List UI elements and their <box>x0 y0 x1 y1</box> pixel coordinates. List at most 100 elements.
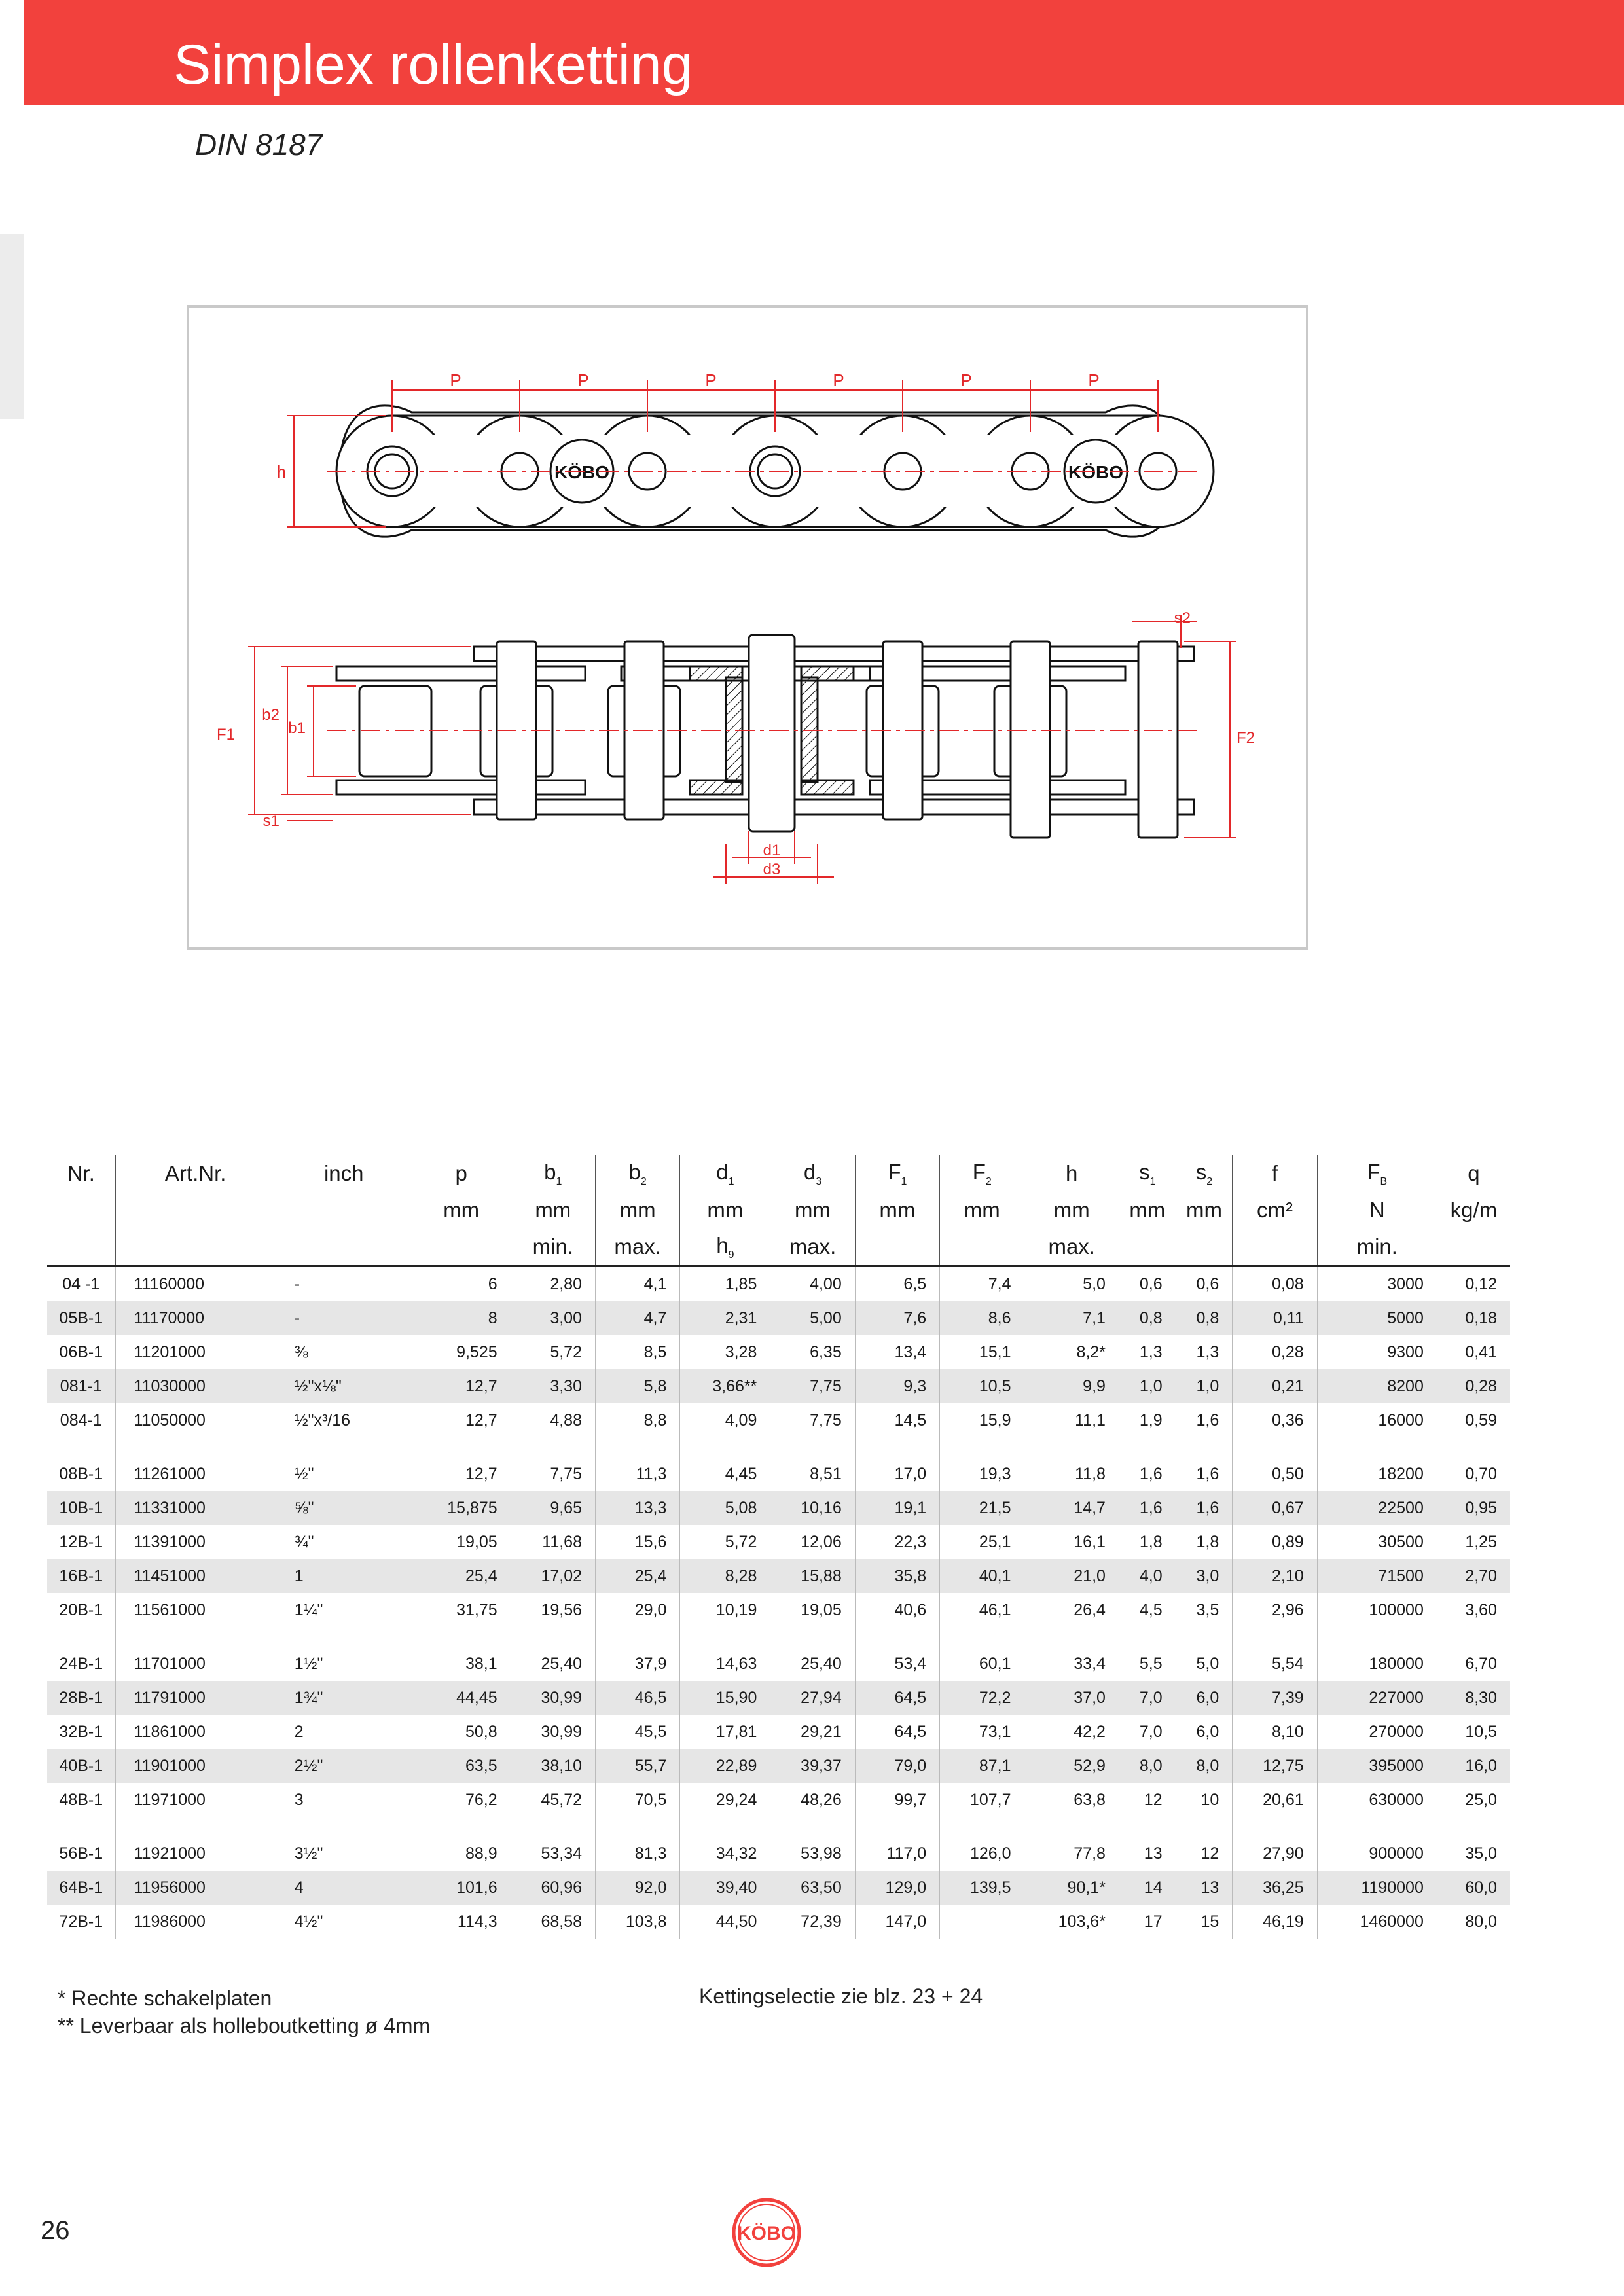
table-cell: 6,0 <box>1175 1681 1233 1715</box>
table-cell: 17,81 <box>679 1715 770 1749</box>
table-cell: 25,1 <box>939 1525 1024 1559</box>
table-cell: 29,0 <box>594 1593 680 1627</box>
header-unit: N <box>1316 1192 1437 1229</box>
header-unit: mm <box>1118 1192 1176 1229</box>
table-cell: 60,96 <box>510 1871 596 1905</box>
table-cell: 22500 <box>1316 1491 1437 1525</box>
table-cell: 9,3 <box>854 1369 940 1403</box>
dim-F1: F1 <box>217 726 235 744</box>
header-note <box>1232 1229 1318 1267</box>
table-cell: 2 <box>275 1715 412 1749</box>
header-symbol: p <box>411 1155 511 1192</box>
table-cell: 11921000 <box>115 1837 276 1871</box>
table-cell: 15,88 <box>770 1559 856 1593</box>
table-cell: 5,54 <box>1232 1647 1318 1681</box>
table-cell: 0,12 <box>1436 1266 1510 1301</box>
header-symbol: b1 <box>510 1155 596 1192</box>
table-cell: 0,41 <box>1436 1335 1510 1369</box>
table-cell: 4,09 <box>679 1403 770 1437</box>
table-cell: 42,2 <box>1024 1715 1119 1749</box>
table-cell: 16,0 <box>1436 1749 1510 1783</box>
dim-b2: b2 <box>262 706 280 724</box>
technical-drawing: KÖBO KÖBO P P P P P P h <box>187 305 1308 950</box>
table-cell: 04 -1 <box>62 1274 100 1293</box>
table-cell: ¾" <box>275 1525 412 1559</box>
table-cell: 11030000 <box>115 1369 276 1403</box>
table-cell: 33,4 <box>1024 1647 1119 1681</box>
table-cell: 11791000 <box>115 1681 276 1715</box>
table-cell: 4½" <box>275 1905 412 1939</box>
table-cell: 5,0 <box>1175 1647 1233 1681</box>
table-cell: 1190000 <box>1316 1871 1437 1905</box>
table-cell: 11201000 <box>115 1335 276 1369</box>
table-cell: 72,39 <box>770 1905 856 1939</box>
header-note <box>1436 1229 1510 1267</box>
header-unit <box>115 1192 276 1229</box>
table-cell: 8200 <box>1316 1369 1437 1403</box>
table-cell: 92,0 <box>594 1871 680 1905</box>
table-cell: 28B-1 <box>47 1681 116 1715</box>
table-cell: 0,6 <box>1175 1266 1233 1301</box>
table-cell <box>939 1905 1024 1939</box>
table-cell: 46,5 <box>594 1681 680 1715</box>
table-cell: 5,72 <box>510 1335 596 1369</box>
table-cell: 12,7 <box>411 1369 511 1403</box>
table-cell: 081-1 <box>47 1369 116 1403</box>
table-cell: 19,56 <box>510 1593 596 1627</box>
header-bar <box>24 0 1624 105</box>
table-cell: 44,45 <box>411 1681 511 1715</box>
table-cell: 11,1 <box>1024 1403 1119 1437</box>
header-unit: mm <box>411 1192 511 1229</box>
table-cell: 46,19 <box>1232 1905 1318 1939</box>
table-cell: 40,1 <box>939 1559 1024 1593</box>
table-cell: 12B-1 <box>59 1532 103 1551</box>
table-cell: 15,6 <box>594 1525 680 1559</box>
table-cell: 7,4 <box>939 1266 1024 1301</box>
table-cell: 2,96 <box>1232 1593 1318 1627</box>
table-cell: 11170000 <box>115 1301 276 1335</box>
table-cell: 4 <box>275 1871 412 1905</box>
table-cell: ⅝" <box>275 1491 412 1525</box>
header-note: max. <box>1024 1229 1119 1267</box>
kobo-logo: KÖBO <box>732 2198 801 2267</box>
table-cell: 8,30 <box>1436 1681 1510 1715</box>
table-cell: 99,7 <box>854 1783 940 1817</box>
table-cell: 11,8 <box>1024 1457 1119 1491</box>
table-cell: 3,30 <box>510 1369 596 1403</box>
table-cell: 0,28 <box>1232 1335 1318 1369</box>
dim-s2: s2 <box>1174 609 1191 627</box>
header-unit <box>275 1192 412 1229</box>
table-cell: 11391000 <box>115 1525 276 1559</box>
header-note <box>275 1229 412 1267</box>
header-symbol: inch <box>275 1155 412 1192</box>
table-cell: 34,32 <box>679 1837 770 1871</box>
table-cell: 9,9 <box>1024 1369 1119 1403</box>
table-cell: 16000 <box>1316 1403 1437 1437</box>
table-cell: 37,0 <box>1024 1681 1119 1715</box>
table-cell: 1,0 <box>1118 1369 1176 1403</box>
table-cell: 63,50 <box>770 1871 856 1905</box>
table-cell: ½" <box>275 1457 412 1491</box>
header-note: max. <box>594 1229 680 1267</box>
table-cell: 3,28 <box>679 1335 770 1369</box>
table-cell: 60,0 <box>1436 1871 1510 1905</box>
table-cell: 8,8 <box>594 1403 680 1437</box>
table-cell: 1,6 <box>1118 1457 1176 1491</box>
table-cell: 56B-1 <box>59 1844 103 1863</box>
table-cell: 0,50 <box>1232 1457 1318 1491</box>
pitch-dimensions <box>391 380 1159 432</box>
header-symbol: F2 <box>939 1155 1024 1192</box>
side-dimensions <box>248 615 1236 884</box>
table-cell: 79,0 <box>854 1749 940 1783</box>
table-cell: 1460000 <box>1316 1905 1437 1939</box>
table-cell: 25,4 <box>411 1559 511 1593</box>
table-cell: 25,40 <box>510 1647 596 1681</box>
table-cell: 1,6 <box>1175 1491 1233 1525</box>
table-cell: 15,1 <box>939 1335 1024 1369</box>
